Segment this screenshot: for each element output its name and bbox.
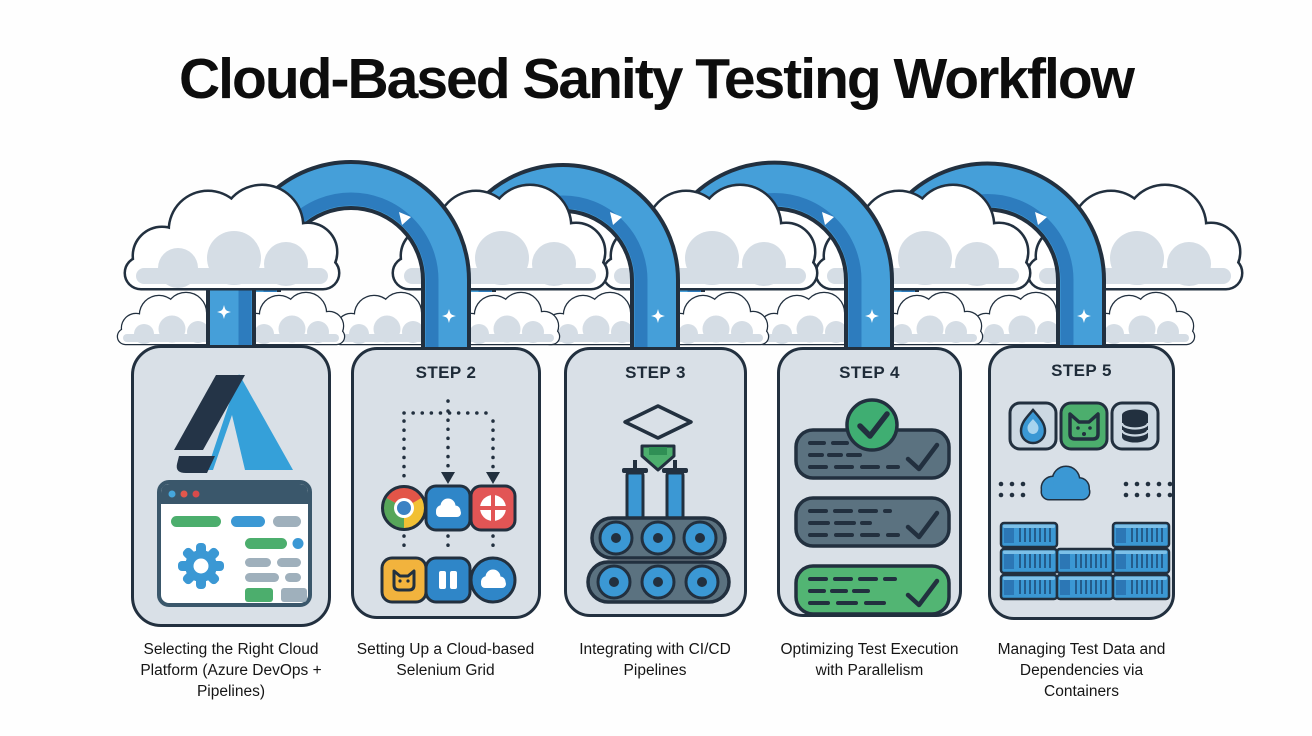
step-5-label: STEP 5 xyxy=(1051,361,1112,380)
task-bar-2 xyxy=(794,496,951,548)
browser-window xyxy=(157,480,312,607)
test-data-containers-diagram xyxy=(998,401,1173,601)
container-stacks xyxy=(999,521,1171,601)
check-circle-icon xyxy=(845,398,899,452)
red-target-browser-icon xyxy=(469,484,517,532)
chrome-icon xyxy=(381,485,427,531)
step-4-card: STEP 4 xyxy=(777,347,962,617)
pause-square-icon xyxy=(424,556,472,604)
azure-devops-logo xyxy=(174,374,293,473)
check-icon xyxy=(905,578,940,608)
step-4-caption: Optimizing Test Execution with Paralleli… xyxy=(780,641,959,679)
fox-square-icon xyxy=(380,556,428,604)
step-4-label: STEP 4 xyxy=(839,363,900,382)
fox-face-icon xyxy=(1059,401,1109,451)
pipe-icons xyxy=(622,460,688,520)
arrow-down-icon xyxy=(486,472,500,484)
dotted-flow-lines xyxy=(402,399,495,483)
database-icon xyxy=(1110,401,1160,451)
diamond-icon xyxy=(623,404,693,440)
gear-icon xyxy=(178,543,224,589)
step-2-caption: Setting Up a Cloud-based Selenium Grid xyxy=(356,641,535,679)
step-1-card xyxy=(131,345,331,627)
page-title: Cloud-Based Sanity Testing Workflow xyxy=(179,47,1135,111)
window-dot-red-2 xyxy=(192,490,200,498)
cicd-pipeline-diagram xyxy=(586,404,731,604)
check-icon xyxy=(905,442,940,472)
dotted-group-right xyxy=(1123,481,1173,498)
cloud-circle-icon xyxy=(469,556,517,604)
cloud-square-icon xyxy=(424,484,472,532)
selenium-grid-diagram xyxy=(380,399,517,604)
arrow-down-icon xyxy=(441,472,455,484)
step-2-label: STEP 2 xyxy=(415,363,477,382)
green-down-arrow-icon xyxy=(640,444,676,472)
cloud-icon xyxy=(1040,465,1091,501)
browser-header xyxy=(161,484,308,504)
task-bar-3-green xyxy=(794,564,951,616)
parallel-tests-diagram xyxy=(794,398,951,616)
step-3-label: STEP 3 xyxy=(625,363,686,382)
window-dot-blue xyxy=(168,490,176,498)
check-icon xyxy=(905,510,940,540)
step-2-card: STEP 2 xyxy=(351,347,541,619)
step-3-card: STEP 3 xyxy=(564,347,747,617)
conveyor-rollers xyxy=(586,516,731,604)
window-dot-red xyxy=(180,490,188,498)
clouds-and-pipes-band xyxy=(116,160,1312,352)
flame-icon xyxy=(1008,401,1058,451)
step-5-card: STEP 5 xyxy=(988,345,1175,620)
step-1-caption: Selecting the Right Cloud Platform (Azur… xyxy=(140,641,322,700)
dotted-group-left xyxy=(998,481,1026,498)
step-3-caption: Integrating with CI/CD Pipelines xyxy=(579,641,731,679)
step-5-caption: Managing Test Data and Dependencies via … xyxy=(997,641,1166,700)
